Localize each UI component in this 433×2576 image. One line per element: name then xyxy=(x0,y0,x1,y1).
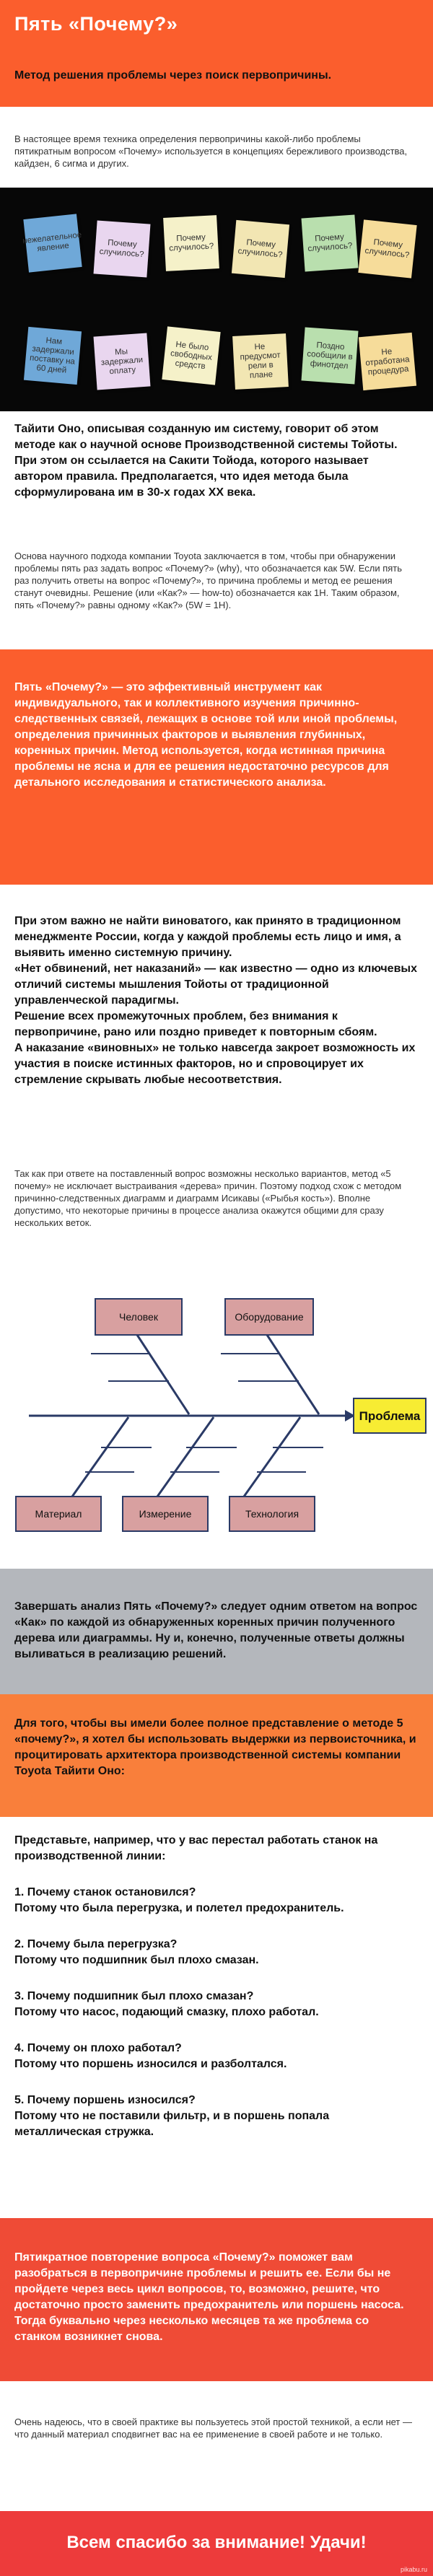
spine-arrowhead xyxy=(345,1410,355,1421)
cause-box-measurement xyxy=(122,1496,209,1532)
effective-tool-text: Пять «Почему?» — это эффективный инструм… xyxy=(14,681,398,789)
qa-answer: Потому что была перегрузка, и полетел пр… xyxy=(14,1902,344,1914)
page-title: Пять «Почему?» xyxy=(14,13,178,35)
page-subtitle: Метод решения проблемы через поиск перво… xyxy=(14,69,332,82)
bone-top-1 xyxy=(136,1334,191,1415)
example-intro-text: Для того, чтобы вы имели более полное пр… xyxy=(14,1717,416,1777)
qa-question: 1. Почему станок остановился? xyxy=(14,1886,196,1898)
toyota-approach-text: Основа научного подхода компании Toyota … xyxy=(14,551,403,610)
qa-list: 1. Почему станок остановился? Потому что … xyxy=(14,1885,419,2140)
closing-section: Очень надеюсь, что в своей практике вы п… xyxy=(0,2381,433,2511)
cause-label-material: Материал xyxy=(35,1508,82,1520)
thanks-text: Всем спасибо за внимание! Удачи! xyxy=(66,2533,367,2552)
sticky-note: нежелательное явление xyxy=(22,214,82,273)
sticky-note: Не отработана процедура xyxy=(358,332,417,391)
footer: Всем спасибо за внимание! Удачи! pikabu.… xyxy=(0,2511,433,2576)
sticky-note: Почему случилось? xyxy=(93,220,151,278)
cause-label-equipment: Оборудование xyxy=(235,1311,303,1323)
blame-p3: Решение всех промежуточных проблем, без … xyxy=(14,1010,377,1038)
finish-text: Завершать анализ Пять «Почему?» следует … xyxy=(14,1600,418,1660)
blame-p1: При этом важно не найти виноватого, как … xyxy=(14,915,401,959)
intro-text: В настоящее время техника определения пе… xyxy=(14,133,408,169)
qa-question: 3. Почему подшипник был плохо смазан? xyxy=(14,1990,254,2002)
fishbone-svg: Человек Оборудование Материал Измерение … xyxy=(15,1298,427,1532)
sticky-note: Не было свободных средств xyxy=(162,326,221,385)
blame-p2: «Нет обвинений, нет наказаний» — как изв… xyxy=(14,963,417,1007)
blame-p4: А наказание «виновных» не только навсегд… xyxy=(14,1042,416,1086)
cause-box-technology xyxy=(229,1496,315,1532)
effective-tool-section: Пять «Почему?» — это эффективный инструм… xyxy=(0,649,433,885)
ohno-text: Тайити Оно, описывая созданную им систем… xyxy=(14,423,398,499)
cause-box-equipment xyxy=(224,1298,314,1336)
qa-question: 2. Почему была перегрузка? xyxy=(14,1938,178,1950)
qa-answer: Потому что подшипник был плохо смазан. xyxy=(14,1954,259,1966)
qa-item: 2. Почему была перегрузка? Потому что под… xyxy=(14,1937,419,1968)
sticky-note: Почему случилось? xyxy=(231,219,290,279)
cause-label-measurement: Измерение xyxy=(139,1508,192,1520)
qa-item: 5. Почему поршень износился? Потому что н… xyxy=(14,2093,419,2140)
qa-question: 5. Почему поршень износился? xyxy=(14,2094,196,2106)
bone-top-2 xyxy=(266,1334,320,1415)
qa-answer: Потому что не поставили фильтр, и в порш… xyxy=(14,2110,330,2138)
fishbone-diagram: Человек Оборудование Материал Измерение … xyxy=(0,1243,433,1569)
summary-text: Пятикратное повторение вопроса «Почему?»… xyxy=(14,2251,404,2343)
qa-answer: Потому что поршень износился и разболтал… xyxy=(14,2058,287,2070)
cause-box-material xyxy=(15,1496,102,1532)
qa-item: 1. Почему станок остановился? Потому что … xyxy=(14,1885,419,1916)
cause-label-technology: Технология xyxy=(245,1508,299,1520)
bone-bottom-3 xyxy=(242,1416,302,1497)
header: Пять «Почему?» Метод решения проблемы че… xyxy=(0,0,433,107)
qa-section: Представьте, например, что у вас переста… xyxy=(0,1817,433,2218)
sticky-note: Не предусмот рели в плане xyxy=(232,333,289,390)
bone-bottom-1 xyxy=(71,1416,130,1497)
bone-bottom-2 xyxy=(156,1416,215,1497)
cause-label-person: Человек xyxy=(119,1311,159,1323)
variants-text: Так как при ответе на поставленный вопро… xyxy=(14,1168,402,1228)
toyota-approach-section: Основа научного подхода компании Toyota … xyxy=(0,541,433,649)
intro-section: В настоящее время техника определения пе… xyxy=(0,107,433,188)
variants-section: Так как при ответе на поставленный вопро… xyxy=(0,1134,433,1243)
sticky-note: Поздно сообщили в финотдел xyxy=(301,327,359,385)
qa-item: 4. Почему он плохо работал? Потому что по… xyxy=(14,2041,419,2072)
problem-box xyxy=(353,1398,427,1434)
closing-text: Очень надеюсь, что в своей практике вы п… xyxy=(14,2417,412,2440)
qa-intro: Представьте, например, что у вас переста… xyxy=(14,1834,378,1862)
summary-section: Пятикратное повторение вопроса «Почему?»… xyxy=(0,2218,433,2381)
problem-label: Проблема xyxy=(359,1409,421,1423)
sticky-note: Почему случилось? xyxy=(358,219,417,279)
cause-box-person xyxy=(95,1298,183,1336)
finish-section: Завершать анализ Пять «Почему?» следует … xyxy=(0,1569,433,1694)
qa-item: 3. Почему подшипник был плохо смазан? Пот… xyxy=(14,1989,419,2020)
blame-section: При этом важно не найти виноватого, как … xyxy=(0,885,433,1134)
watermark: pikabu.ru xyxy=(400,2566,427,2573)
qa-answer: Потому что насос, подающий смазку, плохо… xyxy=(14,2006,319,2018)
sticky-note: Почему случилось? xyxy=(163,215,219,271)
qa-question: 4. Почему он плохо работал? xyxy=(14,2042,182,2054)
sticky-note: Нам задержали поставку на 60 дней xyxy=(23,326,82,385)
sticky-note: Почему случилось? xyxy=(301,214,359,272)
ohno-section: Тайити Оно, описывая созданную им систем… xyxy=(0,411,433,541)
sticky-note: Мы задержали оплату xyxy=(93,333,151,390)
example-intro-section: Для того, чтобы вы имели более полное пр… xyxy=(0,1694,433,1817)
